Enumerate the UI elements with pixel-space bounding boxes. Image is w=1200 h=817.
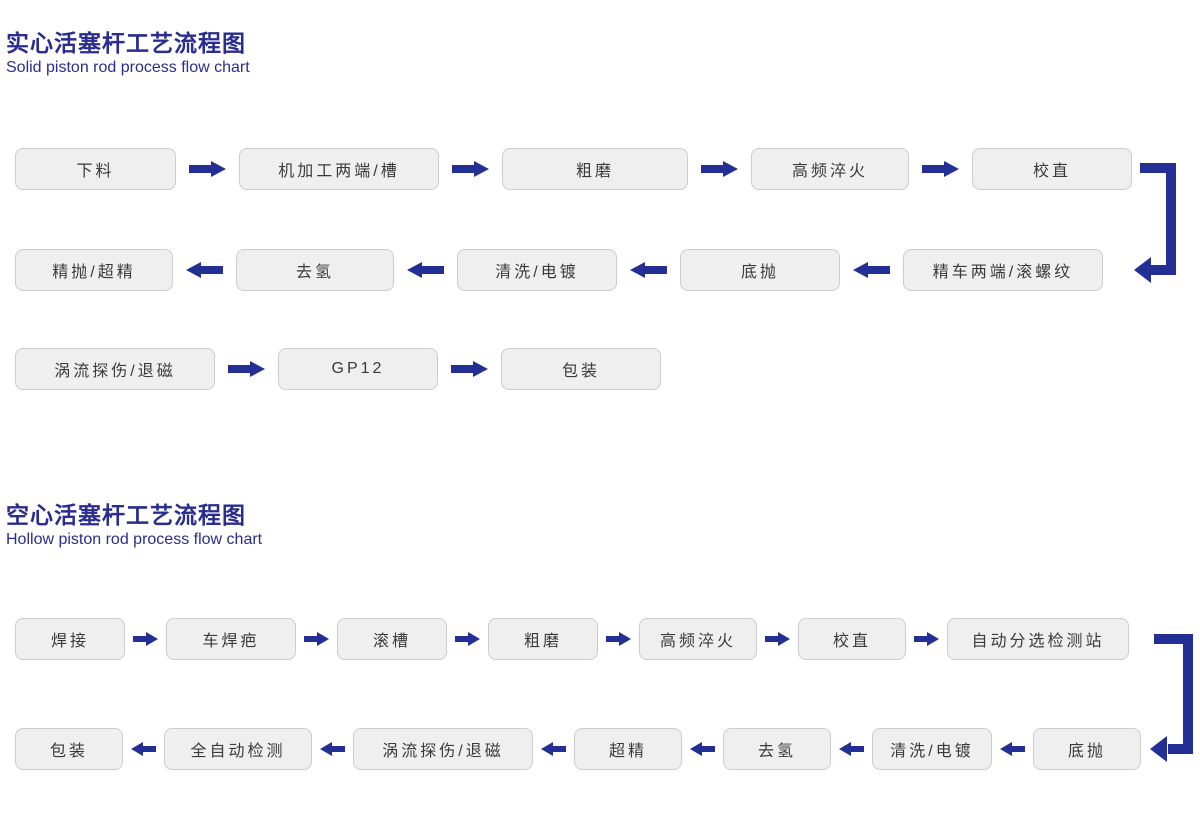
process-step-box: 滚槽 [337,618,447,660]
flow-arrow-left-icon [690,742,715,756]
flow-arrow-right-icon [701,161,738,177]
flow-arrow-left-icon [630,262,667,278]
process-step-box: 清洗/电镀 [457,249,617,291]
process-step-box: 校直 [972,148,1132,190]
process-step-box: 清洗/电镀 [872,728,992,770]
row-wrap-connector-arrow-icon [1134,163,1196,288]
row-wrap-connector-arrow-icon [1148,634,1198,764]
process-step-box: 焊接 [15,618,125,660]
solid-chart-subtitle: Solid piston rod process flow chart [6,59,250,76]
process-step-box: 涡流探伤/退磁 [15,348,215,390]
process-step-box: 底抛 [1033,728,1141,770]
flow-arrow-left-icon [407,262,444,278]
flow-arrow-left-icon [131,742,156,756]
process-step-box: 高频淬火 [751,148,909,190]
connector-arrowhead-icon [1134,257,1151,283]
flow-arrow-left-icon [541,742,566,756]
flow-row: 下料 机加工两端/槽 粗磨 高频淬火 校直 [15,148,1132,190]
process-step-box: 机加工两端/槽 [239,148,439,190]
connector-segment [1166,163,1176,275]
flow-arrow-right-icon [765,632,790,646]
process-step-box: 底抛 [680,249,840,291]
process-step-box: 精抛/超精 [15,249,173,291]
process-step-box: 下料 [15,148,176,190]
connector-segment [1168,744,1193,754]
process-step-box: 涡流探伤/退磁 [353,728,533,770]
flow-arrow-left-icon [853,262,890,278]
flow-arrow-left-icon [839,742,864,756]
process-step-box: 超精 [574,728,682,770]
flow-arrow-right-icon [455,632,480,646]
process-step-box: 高频淬火 [639,618,757,660]
flow-arrow-right-icon [228,361,265,377]
hollow-chart-subtitle: Hollow piston rod process flow chart [6,531,263,548]
connector-segment [1154,634,1193,644]
connector-segment [1150,265,1172,275]
process-step-box: 包装 [501,348,661,390]
process-step-box: GP12 [278,348,438,390]
flow-row: 包装全自动检测涡流探伤/退磁超精去氢清洗/电镀底抛 [15,728,1141,770]
flow-row: 焊接车焊疤滚槽粗磨高频淬火校直自动分选检测站 [15,618,1129,660]
flow-arrow-left-icon [1000,742,1025,756]
connector-segment [1140,163,1176,173]
process-step-box: 车焊疤 [166,618,296,660]
process-step-box: 校直 [798,618,906,660]
process-step-box: 粗磨 [488,618,598,660]
flow-arrow-right-icon [914,632,939,646]
flow-arrow-right-icon [133,632,158,646]
flow-arrow-right-icon [189,161,226,177]
process-step-box: 去氢 [236,249,394,291]
flow-row: 精抛/超精 去氢 清洗/电镀 底抛 精车两端/滚螺纹 [15,249,1103,291]
hollow-chart-title: 空心活塞杆工艺流程图 [6,502,246,528]
flow-arrow-right-icon [452,161,489,177]
connector-segment [1183,634,1193,754]
solid-chart-title: 实心活塞杆工艺流程图 [6,30,246,56]
flow-arrow-right-icon [304,632,329,646]
flow-arrow-right-icon [451,361,488,377]
process-step-box: 去氢 [723,728,831,770]
process-step-box: 精车两端/滚螺纹 [903,249,1103,291]
flow-row: 涡流探伤/退磁 GP12 包装 [15,348,661,390]
process-step-box: 全自动检测 [164,728,312,770]
flow-arrow-left-icon [186,262,223,278]
flow-arrow-right-icon [922,161,959,177]
process-step-box: 自动分选检测站 [947,618,1129,660]
flow-arrow-right-icon [606,632,631,646]
flow-arrow-left-icon [320,742,345,756]
process-step-box: 粗磨 [502,148,688,190]
connector-arrowhead-icon [1150,736,1167,762]
process-step-box: 包装 [15,728,123,770]
